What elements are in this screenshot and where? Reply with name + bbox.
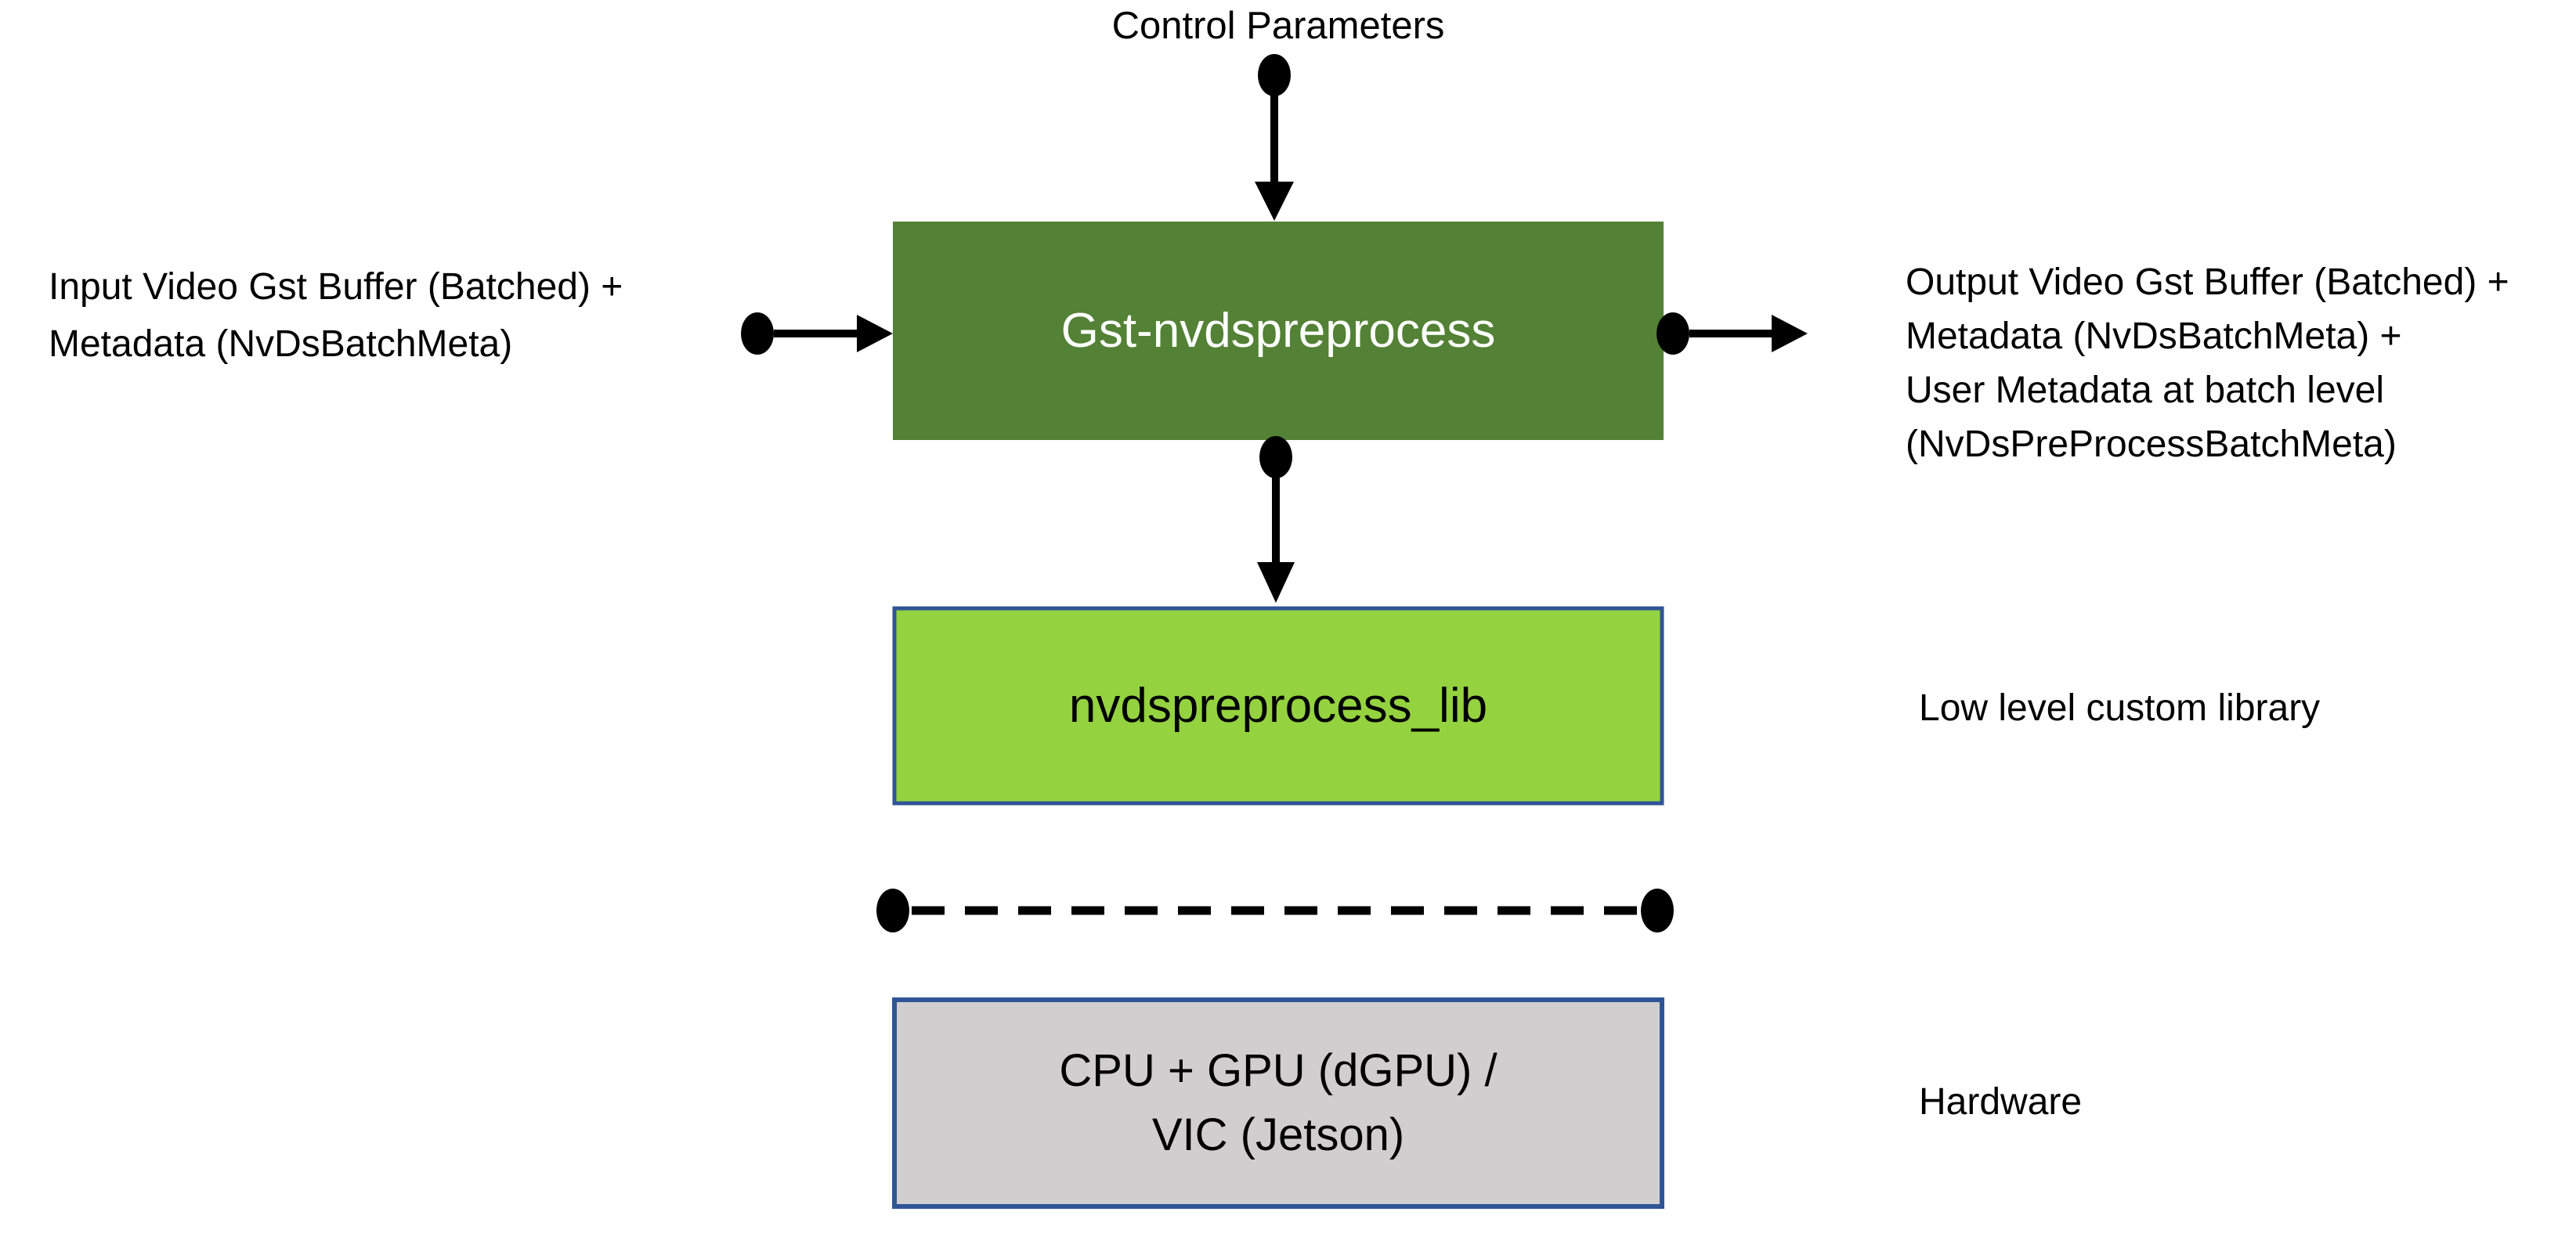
connector-dot (1657, 312, 1689, 355)
hardware-annotation: Hardware (1919, 1081, 2083, 1123)
connector-dot (1259, 436, 1292, 478)
lib-box-label: nvdspreprocess_lib (1068, 679, 1488, 733)
output-buffer-annotation-line1: Output Video Gst Buffer (Batched) + (1906, 261, 2509, 303)
arrowhead-down-icon (1257, 562, 1295, 603)
output-buffer-annotation-line4: (NvDsPreProcessBatchMeta) (1906, 424, 2397, 465)
plugin-box (893, 222, 1664, 440)
lib-box (892, 606, 1664, 806)
lib-annotation: Low level custom library (1919, 687, 2321, 729)
connector-dot (1258, 54, 1291, 96)
output-buffer-annotation-line3: User Metadata at batch level (1906, 370, 2384, 411)
arrowhead-right-icon (1772, 315, 1808, 352)
input-connector (741, 312, 893, 355)
input-buffer-annotation-line1: Input Video Gst Buffer (Batched) + (49, 266, 623, 308)
hardware-box (892, 997, 1664, 1209)
arrowhead-right-icon (857, 315, 893, 352)
arrowhead-down-icon (1255, 182, 1294, 221)
control-params-connector (1255, 54, 1294, 221)
hardware-boundary-connector (876, 889, 1674, 932)
connector-dot (1641, 889, 1674, 932)
output-connector (1657, 312, 1808, 355)
output-buffer-annotation-line2: Metadata (NvDsBatchMeta) + (1906, 316, 2402, 357)
connector-dot (876, 889, 909, 932)
lib-connector (1257, 436, 1295, 603)
connector-dot (741, 312, 774, 355)
input-buffer-annotation: Input Video Gst Buffer (Batched) + Metad… (49, 258, 623, 373)
input-buffer-annotation-line2: Metadata (NvDsBatchMeta) (49, 323, 513, 365)
output-buffer-annotation: Output Video Gst Buffer (Batched) + Meta… (1906, 255, 2509, 471)
hardware-box-label-line1: CPU + GPU (dGPU) / (1059, 1045, 1498, 1096)
plugin-box-label: Gst-nvdspreprocess (1060, 304, 1496, 358)
control-parameters-label: Control Parameters (1111, 5, 1445, 47)
hardware-box-label-line2: VIC (Jetson) (1151, 1109, 1405, 1160)
hardware-box-label: CPU + GPU (dGPU) / VIC (Jetson) (893, 998, 1664, 1208)
